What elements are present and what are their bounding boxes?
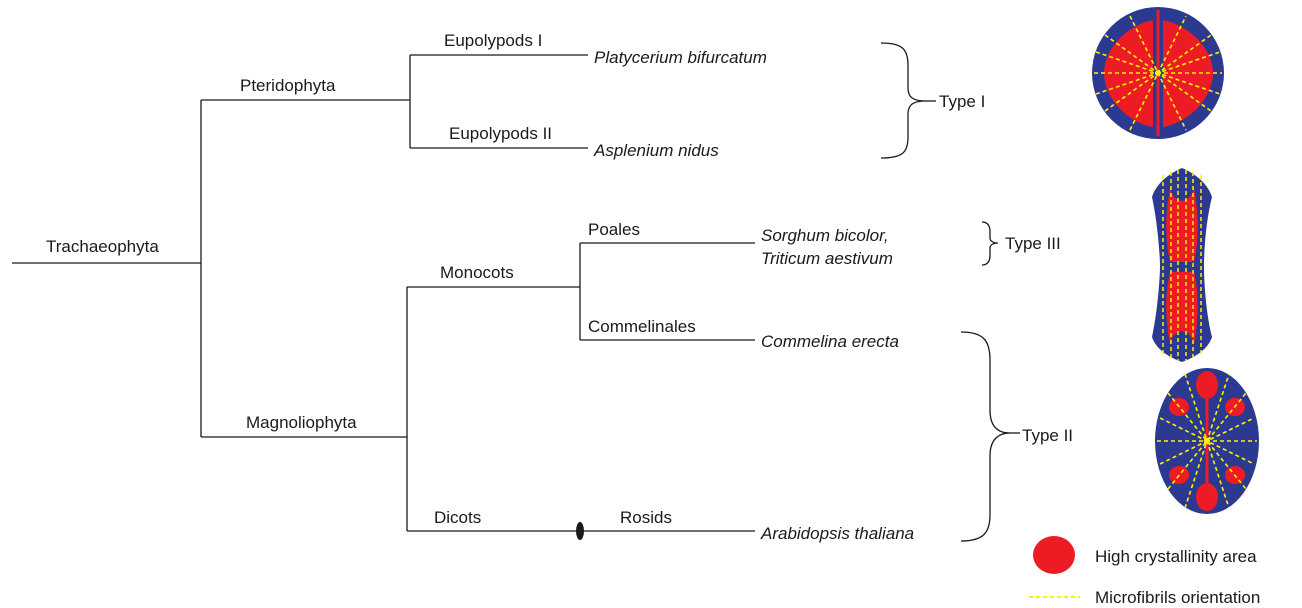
legend-microfibril-label: Microfibrils orientation xyxy=(1095,588,1260,607)
label-type-1: Type I xyxy=(939,92,985,111)
legend: High crystallinity area Microfibrils ori… xyxy=(1029,536,1260,607)
label-commelinales: Commelinales xyxy=(588,317,696,336)
tree-branches xyxy=(12,55,755,540)
label-eupolypods-1: Eupolypods I xyxy=(444,31,542,50)
species-sorghum: Sorghum bicolor, xyxy=(761,226,889,245)
brace-type-2 xyxy=(961,332,1010,541)
label-type-3: Type III xyxy=(1005,234,1061,253)
rosids-node-marker xyxy=(576,522,584,540)
label-monocots: Monocots xyxy=(440,263,514,282)
species-triticum: Triticum aestivum xyxy=(761,249,893,268)
legend-crystallinity-label: High crystallinity area xyxy=(1095,547,1257,566)
label-eupolypods-2: Eupolypods II xyxy=(449,124,552,143)
legend-crystallinity-swatch xyxy=(1033,536,1075,574)
label-poales: Poales xyxy=(588,220,640,239)
species-asplenium: Asplenium nidus xyxy=(593,141,719,160)
type-3-cell-diagram xyxy=(1152,168,1212,362)
brace-type-1 xyxy=(881,43,926,158)
type-1-cell-diagram xyxy=(1092,7,1224,139)
label-dicots: Dicots xyxy=(434,508,481,527)
label-trachaeophyta: Trachaeophyta xyxy=(46,237,159,256)
type-2-cell-diagram xyxy=(1155,368,1259,514)
species-arabidopsis: Arabidopsis thaliana xyxy=(760,524,914,543)
type-braces: Type I Type III Type II xyxy=(881,43,1073,541)
type-3-cell xyxy=(1152,168,1212,362)
label-pteridophyta: Pteridophyta xyxy=(240,76,336,95)
species-platycerium: Platycerium bifurcatum xyxy=(594,48,767,67)
label-type-2: Type II xyxy=(1022,426,1073,445)
label-magnoliophyta: Magnoliophyta xyxy=(246,413,357,432)
brace-type-3 xyxy=(982,222,998,265)
label-rosids: Rosids xyxy=(620,508,672,527)
species-commelina: Commelina erecta xyxy=(761,332,899,351)
